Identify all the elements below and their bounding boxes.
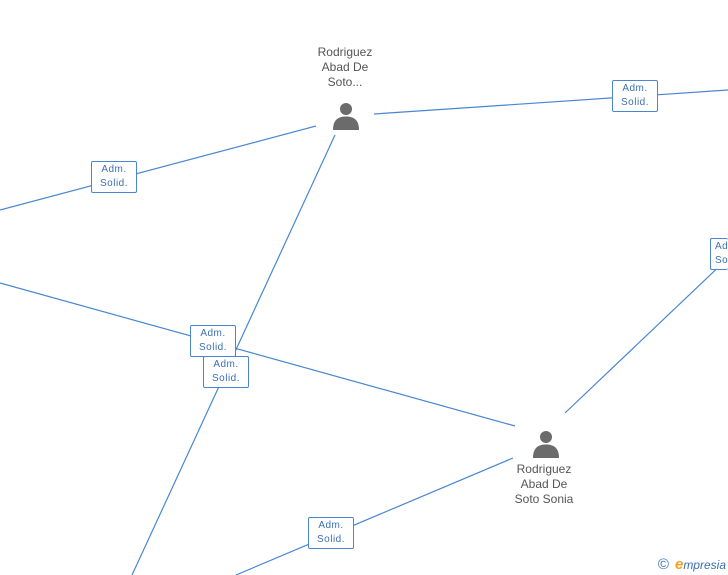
node-label-bottom[interactable]: Rodriguez Abad De Soto Sonia [489,462,599,507]
badge-line: Adm. [101,164,127,175]
node-label-line: Abad De [520,477,568,491]
badge-line: Adm. [622,83,648,94]
edge [373,89,728,115]
node-label-line: Soto Sonia [514,492,574,506]
badge-line: Adm. [318,520,344,531]
relation-badge[interactable]: Adm. Solid. [91,161,137,193]
relation-badge[interactable]: Ad So [710,238,728,270]
badge-line: Solid. [316,534,345,545]
badge-line: Solid. [211,373,240,384]
node-label-line: Rodriguez [317,45,373,59]
node-label-line: Abad De [321,60,369,74]
relation-badge[interactable]: Adm. Solid. [612,80,658,112]
brand-e: e [674,555,684,573]
node-label-line: Rodriguez [516,462,572,476]
node-label-top[interactable]: Rodriguez Abad De Soto... [290,45,400,90]
relation-badge[interactable]: Adm. Solid. [203,356,249,388]
footer-brand: © empresia [658,555,726,573]
brand-rest: mpresia [683,557,726,572]
person-icon[interactable] [331,100,361,130]
badge-line: Ad [715,241,728,252]
edge [235,457,514,575]
edge [0,282,516,427]
badge-line: Solid. [198,342,227,353]
relation-badge[interactable]: Adm. Solid. [190,325,236,357]
relation-badge[interactable]: Adm. Solid. [308,517,354,549]
edge [0,125,317,211]
badge-line: Solid. [620,97,649,108]
person-icon[interactable] [531,428,561,458]
copyright-icon: © [657,555,669,573]
badge-line: Solid. [99,178,128,189]
node-label-line: Soto... [327,75,363,89]
badge-line: So [715,255,728,266]
brand-logo[interactable]: empresia [675,556,726,573]
badge-line: Adm. [200,328,226,339]
edge [564,257,728,414]
badge-line: Adm. [213,359,239,370]
